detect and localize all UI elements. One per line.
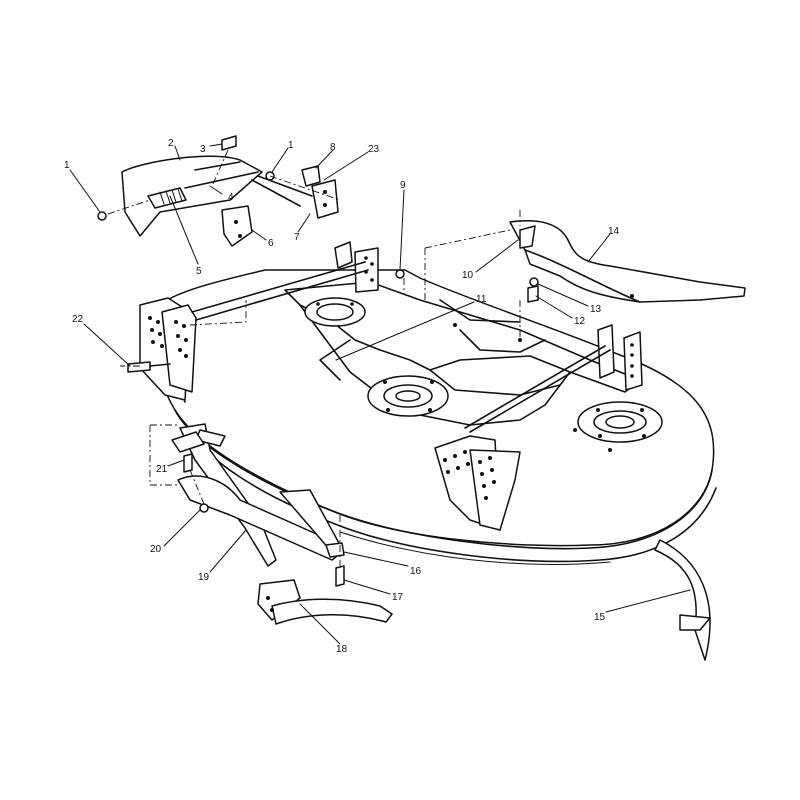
deflector-shield [121, 155, 263, 237]
latch-plate [311, 179, 339, 219]
bolt-12 [527, 285, 539, 303]
rear-support-arm [509, 220, 746, 303]
callout-label: 1 [288, 140, 294, 151]
hinge-bracket [221, 205, 253, 247]
callout-label: 18 [336, 644, 348, 655]
callout-label: 9 [400, 180, 406, 191]
callout-label: 13 [590, 304, 602, 315]
callout-label: 16 [410, 566, 422, 577]
nut-1a [97, 211, 107, 221]
callout-leaders [69, 143, 691, 645]
left-anti-scalp-foot [257, 579, 393, 625]
washer-13 [529, 277, 539, 287]
bolt-21 [183, 453, 193, 473]
callout-label: 6 [268, 238, 274, 249]
bolt-17 [335, 565, 345, 587]
callout-label: 8 [330, 142, 336, 153]
callout-label: 19 [198, 572, 210, 583]
nut-20 [199, 503, 209, 513]
callout-label: 23 [368, 144, 380, 155]
callout-label: 11 [476, 294, 487, 305]
wing-knob [301, 165, 321, 187]
spring [147, 187, 187, 209]
bolt-3 [221, 135, 237, 151]
mower-deck-housing [139, 241, 717, 565]
callout-label: 14 [608, 226, 620, 237]
callout-label: 7 [294, 232, 300, 243]
callout-label: 2 [168, 138, 174, 149]
callout-label: 10 [462, 270, 474, 281]
assembly-centerlines [107, 149, 521, 566]
pivot-16 [325, 542, 345, 558]
callout-label: 17 [392, 592, 404, 603]
callout-label: 21 [156, 464, 168, 475]
callout-label: 5 [196, 266, 202, 277]
rear-left-upright [334, 241, 353, 269]
callout-label: 20 [150, 544, 162, 555]
hanger-plate-21 [171, 431, 205, 453]
callout-label: 1 [64, 160, 70, 171]
callout-label: 22 [72, 314, 84, 325]
callout-label: 4 [228, 192, 234, 203]
bolt-22 [127, 361, 151, 373]
callout-labels: 1 2 3 1 8 23 4 6 7 5 9 14 10 13 12 11 22… [64, 138, 620, 655]
discharge-deflector-assembly [97, 135, 405, 279]
bolt-10 [519, 225, 536, 249]
callout-label: 15 [594, 612, 606, 623]
nut-9 [395, 269, 405, 279]
right-anti-scalp-strap [654, 539, 711, 661]
callout-label: 12 [574, 316, 586, 327]
callout-label: 3 [200, 144, 206, 155]
